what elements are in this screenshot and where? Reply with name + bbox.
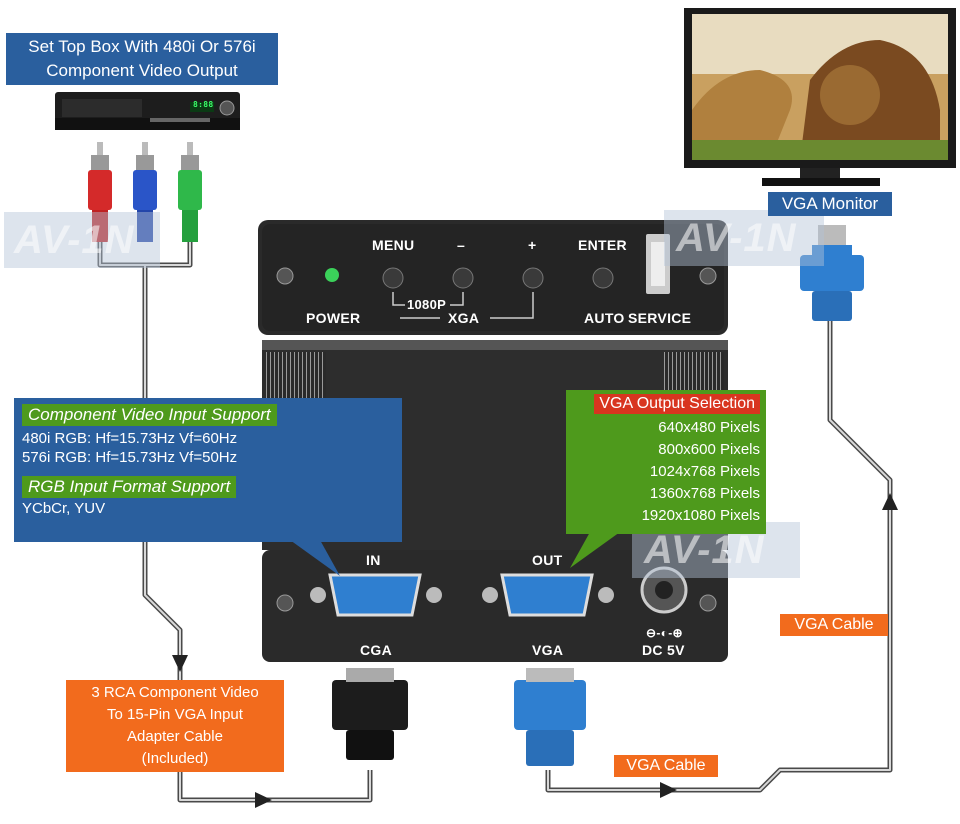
stb-display: 8:88 <box>193 100 214 109</box>
source-label-line1: Set Top Box With 480i Or 576i <box>28 37 256 56</box>
dc-polarity-icon: ⊖-◐-⊕ <box>646 626 683 640</box>
out-port-label: OUT <box>532 552 563 568</box>
back-panel-device <box>262 550 728 662</box>
monitor-label: VGA Monitor <box>768 192 892 216</box>
vga-label: VGA <box>532 642 564 658</box>
source-device-label: Set Top Box With 480i Or 576i Component … <box>6 33 278 85</box>
output-resolution-item: 1360x768 Pixels <box>649 485 760 502</box>
front-panel-device <box>258 220 728 335</box>
source-label-line2: Component Video Output <box>46 61 238 80</box>
xga-label: XGA <box>448 310 480 326</box>
input-support-title: Component Video Input Support <box>22 404 277 426</box>
rgb-format-line: YCbCr, YUV <box>22 500 106 517</box>
rgb-format-title: RGB Input Format Support <box>22 476 237 498</box>
output-selection-box: VGA Output Selection 640x480 Pixels 800x… <box>566 390 766 534</box>
watermark: AV-1N <box>676 216 797 260</box>
vga-cable-label-right: VGA Cable <box>780 614 888 636</box>
rca-plug-red <box>88 142 112 242</box>
adapter-label-line2: To 15-Pin VGA Input <box>107 706 243 723</box>
flow-arrow <box>660 782 677 798</box>
flow-arrow <box>172 655 188 672</box>
input-support-line2: 576i RGB: Hf=15.73Hz Vf=50Hz <box>22 449 238 466</box>
adapter-label-line1: 3 RCA Component Video <box>91 684 259 701</box>
output-resolution-item: 800x600 Pixels <box>658 441 760 458</box>
auto-label: AUTO <box>584 310 625 326</box>
output-selection-title: VGA Output Selection <box>594 394 760 414</box>
vga-monitor <box>684 8 956 186</box>
in-port-label: IN <box>366 552 381 568</box>
menu-button-label: MENU <box>372 237 415 253</box>
enter-button-label: ENTER <box>578 237 627 253</box>
watermark: AV-1N <box>14 218 135 262</box>
1080p-label: 1080P <box>407 297 447 312</box>
output-resolution-item: 640x480 Pixels <box>658 419 760 436</box>
minus-button-label: – <box>457 237 466 253</box>
output-callout-pointer <box>570 532 620 568</box>
input-support-box: Component Video Input Support 480i RGB: … <box>14 398 402 542</box>
adapter-label-line4: (Included) <box>141 750 209 767</box>
output-resolution-item: 1024x768 Pixels <box>649 463 760 480</box>
input-callout-pointer <box>290 540 340 576</box>
adapter-cable-label: 3 RCA Component Video To 15-Pin VGA Inpu… <box>66 680 284 772</box>
output-resolution-item: 1920x1080 Pixels <box>641 507 760 524</box>
input-support-line1: 480i RGB: Hf=15.73Hz Vf=60Hz <box>22 430 238 447</box>
flow-arrow <box>882 493 898 510</box>
flow-arrow <box>255 792 272 808</box>
plus-button-label: + <box>528 237 537 253</box>
watermark: AV-1N <box>644 528 765 572</box>
heatsink-stripes <box>266 352 326 398</box>
dc-label: DC 5V <box>642 642 685 658</box>
output-vga-connector <box>514 668 586 766</box>
power-label: POWER <box>306 310 361 326</box>
rca-plug-blue <box>133 142 157 242</box>
watermark-band <box>664 210 824 266</box>
adapter-label-line3: Adapter Cable <box>127 728 223 745</box>
set-top-box <box>55 92 240 130</box>
adapter-vga-connector <box>332 668 408 760</box>
monitor-vga-connector <box>800 225 864 321</box>
cga-label: CGA <box>360 642 393 658</box>
vga-cable-label-bottom: VGA Cable <box>614 755 718 777</box>
service-label: SERVICE <box>628 310 692 326</box>
rca-plug-green <box>178 142 202 242</box>
watermark-band <box>4 212 160 268</box>
